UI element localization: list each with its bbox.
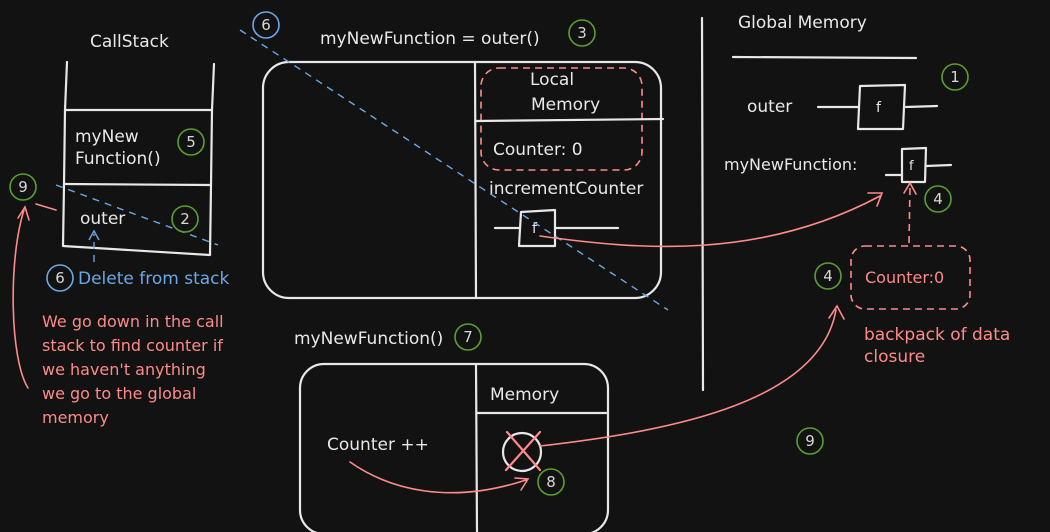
global-mynewfunction-label: myNewFunction: (724, 155, 857, 174)
global-memory: Global Memory outer f myNewFunction: f (700, 13, 953, 392)
step-badges: 1 2 3 4 4 5 6 6 7 8 9 9 (9, 11, 969, 496)
lookup-note-line1: We go down in the call (42, 312, 224, 331)
step-badge-5: 5 (177, 128, 205, 156)
local-memory-label-line1: Local (530, 70, 574, 90)
stack-frame-outer: outer (80, 209, 125, 229)
outer-frame-strike-line (55, 184, 219, 246)
svg-text:4: 4 (823, 267, 833, 285)
step-badge-3: 3 (568, 19, 596, 47)
closure-counter-value: Counter:0 (865, 268, 944, 287)
step-badge-9-memory: 9 (796, 427, 824, 455)
global-mynewfunction-function-icon: f (884, 146, 953, 184)
closure-return-arrowhead (867, 192, 884, 207)
svg-text:f: f (876, 100, 882, 116)
lookup-arrowhead (17, 205, 30, 221)
exec-context-2-box (298, 362, 610, 532)
lookup-arrow (12, 209, 29, 389)
svg-text:f: f (909, 159, 914, 174)
step-badge-6-top: 6 (252, 11, 280, 39)
step-9-pointer (35, 203, 57, 211)
svg-text:3: 3 (577, 24, 587, 42)
exec-context-2-memory-label: Memory (490, 385, 559, 405)
call-stack-title: CallStack (90, 32, 169, 52)
closure-link-dashed (908, 185, 911, 244)
delete-from-stack-note: Delete from stack (78, 269, 230, 289)
lookup-note-line5: memory (42, 408, 109, 427)
svg-text:6: 6 (261, 16, 271, 34)
exec-context-1-divider (473, 60, 478, 300)
increment-counter-function-icon: f (493, 208, 620, 248)
lookup-annotation: We go down in the call stack to find cou… (12, 203, 224, 427)
global-outer-label: outer (747, 97, 792, 117)
local-counter-value: Counter: 0 (493, 140, 583, 160)
step-badge-9-stack: 9 (9, 173, 37, 201)
closure-link-arrowhead (903, 181, 917, 195)
stack-divider-bottom (62, 182, 213, 187)
exec-context-2-heading: myNewFunction() (294, 329, 443, 349)
crossed-out-icon (504, 430, 542, 472)
closure-lookup-arrowhead (828, 304, 845, 320)
step-badge-8: 8 (537, 468, 565, 496)
lookup-note-line3: we haven't anything (42, 360, 206, 379)
closure-caption-line2: closure (864, 347, 925, 367)
execution-context-mynewfunction: myNewFunction() Memory Counter ++ (294, 329, 610, 532)
exec-context-1-heading: myNewFunction = outer() (320, 29, 540, 49)
svg-text:4: 4 (933, 190, 943, 208)
reference-arrows (349, 192, 884, 494)
step-badge-4-global: 4 (924, 185, 952, 213)
svg-text:1: 1 (950, 68, 960, 86)
call-stack: CallStack myNew Function() outer (61, 32, 216, 257)
garbage-annotation: Delete from stack (55, 29, 669, 311)
svg-text:7: 7 (463, 328, 473, 346)
closure-box (850, 245, 971, 310)
svg-text:6: 6 (55, 269, 65, 287)
stack-frame-mynewfunction-line1: myNew (75, 127, 139, 147)
delete-pointer-arrowhead (88, 229, 100, 241)
empty-memory-slot (501, 431, 543, 473)
step-badge-2: 2 (171, 205, 199, 233)
exec-context-2-divider (474, 362, 479, 532)
svg-text:f: f (532, 221, 538, 237)
execution-context-outer: myNewFunction = outer() Local Memory Cou… (261, 29, 665, 300)
step-badge-4-closure: 4 (814, 262, 842, 290)
closure-backpack: Counter:0 backpack of data closure (850, 181, 1010, 367)
global-outer-function-icon: f (816, 83, 939, 131)
exec-context-1-box (261, 60, 663, 300)
global-memory-title: Global Memory (738, 13, 867, 33)
svg-text:9: 9 (18, 178, 28, 196)
svg-text:9: 9 (805, 432, 815, 450)
svg-text:5: 5 (186, 133, 196, 151)
step-badge-1: 1 (941, 63, 969, 91)
lookup-note-line2: stack to find counter if (42, 336, 223, 355)
counter-increment-statement: Counter ++ (327, 435, 429, 455)
svg-text:2: 2 (180, 210, 190, 228)
closure-lookup-arrow (539, 309, 837, 447)
svg-text:8: 8 (546, 473, 556, 491)
step-badge-7: 7 (454, 323, 482, 351)
local-memory-label-line2: Memory (531, 95, 600, 115)
increment-counter-label: incrementCounter (489, 179, 643, 199)
global-memory-underline (731, 55, 918, 60)
call-stack-container (61, 60, 216, 257)
local-memory-underline (474, 117, 665, 123)
closure-return-arrow (539, 195, 881, 248)
counter-increment-arrowhead (514, 477, 530, 491)
closure-caption-line1: backpack of data (864, 325, 1010, 345)
global-memory-separator (700, 16, 705, 392)
counter-increment-arrow (349, 461, 527, 494)
lookup-note-line4: we go to the global (42, 384, 196, 403)
stack-frame-mynewfunction-line2: Function() (75, 149, 161, 169)
step-badge-6-delete: 6 (46, 264, 74, 292)
